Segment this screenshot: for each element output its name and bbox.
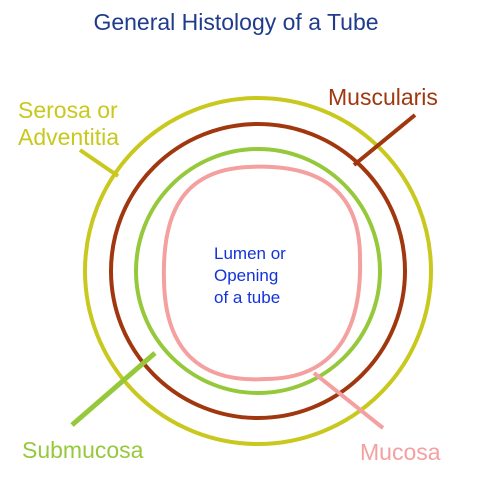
lumen-label-line2: Opening xyxy=(214,266,278,285)
mucosa-label: Mucosa xyxy=(360,439,441,465)
mucosa-ring xyxy=(161,164,363,382)
serosa-label-line2: Adventitia xyxy=(18,124,119,150)
lumen-label-line1: Lumen or xyxy=(214,244,286,263)
submucosa-leader-line xyxy=(70,351,157,427)
serosa-ring xyxy=(83,96,433,446)
lumen-label-line3: of a tube xyxy=(214,288,280,307)
serosa-label-line1: Serosa or xyxy=(18,97,118,123)
muscularis-ring xyxy=(109,122,407,420)
submucosa-ring xyxy=(134,147,382,395)
diagram-title: General Histology of a Tube xyxy=(93,9,378,35)
submucosa-label: Submucosa xyxy=(22,437,144,463)
mucosa-leader-line xyxy=(312,371,385,430)
muscularis-label: Muscularis xyxy=(328,84,438,110)
muscularis-leader-line xyxy=(352,113,417,167)
serosa-leader-line xyxy=(78,148,120,178)
